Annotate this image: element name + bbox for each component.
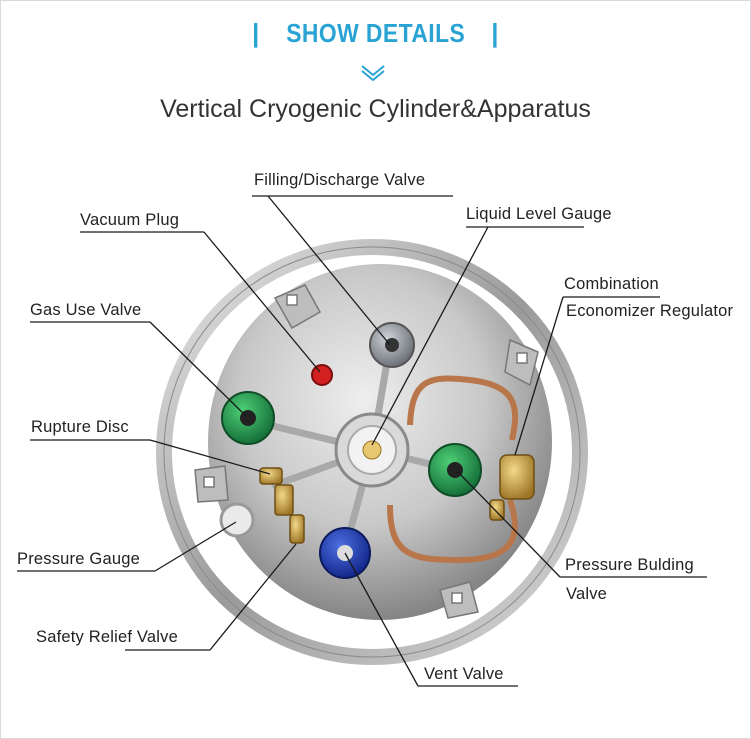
label-vent-valve: Vent Valve [424, 665, 504, 684]
label-pressure-gauge: Pressure Gauge [17, 550, 140, 569]
label-pressure-building: Pressure Bulding [565, 556, 694, 575]
label-combination: Combination [564, 275, 659, 294]
label-liquid-level-gauge: Liquid Level Gauge [466, 205, 612, 224]
pressure-gauge-dial [221, 504, 253, 536]
label-rupture-disc: Rupture Disc [31, 418, 129, 437]
label-safety-relief-valve: Safety Relief Valve [36, 628, 178, 647]
label-gas-use-valve: Gas Use Valve [30, 301, 141, 320]
label-pressure-building-valve: Valve [566, 585, 607, 604]
label-vacuum-plug: Vacuum Plug [80, 211, 179, 230]
vacuum-plug [312, 365, 332, 385]
label-economizer-regulator: Economizer Regulator [566, 302, 733, 321]
label-filling-discharge-valve: Filling/Discharge Valve [254, 171, 425, 190]
